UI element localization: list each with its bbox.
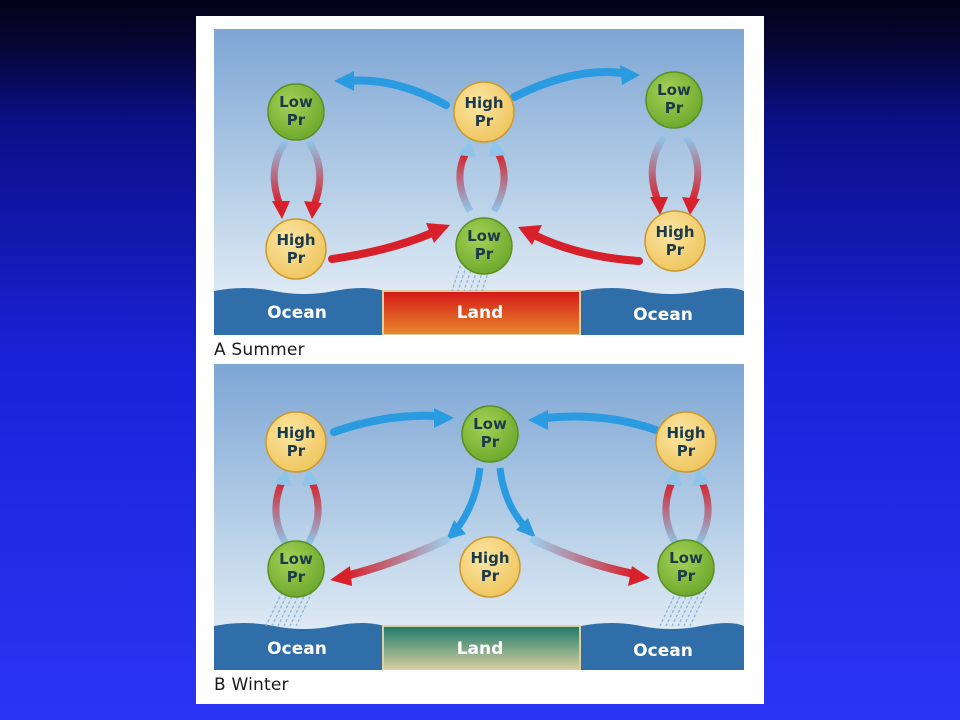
cell-label-bottom: Pr	[287, 568, 306, 586]
cell-label-top: Low	[467, 227, 501, 245]
cell-label-top: High	[470, 549, 509, 567]
summer-cell-upper-center: High Pr	[453, 81, 515, 143]
winter-left-ascent-arrows	[272, 468, 322, 546]
summer-ocean-right	[581, 288, 744, 335]
cell-label-top: Low	[279, 550, 313, 568]
winter-cell-upper-center: Low Pr	[461, 405, 519, 463]
winter-surface-right-label: Ocean	[633, 641, 693, 661]
cell-label-top: Low	[657, 81, 691, 99]
summer-caption: A Summer	[214, 340, 305, 360]
summer-surface-center-label: Land	[457, 303, 504, 323]
winter-diagram: Ocean Land Ocean	[214, 364, 744, 670]
winter-surface-center-label: Land	[457, 639, 504, 659]
cell-label-bottom: Pr	[287, 249, 306, 267]
winter-surface-left-label: Ocean	[267, 639, 327, 659]
summer-cell-lower-right: High Pr	[644, 210, 706, 272]
cell-label-top: High	[666, 424, 705, 442]
winter-rain-right	[659, 591, 707, 627]
cell-label-top: High	[276, 231, 315, 249]
cell-label-bottom: Pr	[481, 567, 500, 585]
cell-label-top: High	[655, 223, 694, 241]
summer-cell-lower-center: Low Pr	[455, 217, 513, 275]
winter-center-descent-arrows	[446, 467, 536, 540]
summer-surface-right-label: Ocean	[633, 305, 693, 325]
cell-label-bottom: Pr	[287, 442, 306, 460]
summer-cell-upper-left: Low Pr	[267, 83, 325, 141]
cell-label-bottom: Pr	[665, 99, 684, 117]
summer-surface-left-label: Ocean	[267, 303, 327, 323]
winter-right-ascent-arrows	[662, 468, 712, 546]
cell-label-top: Low	[279, 93, 313, 111]
winter-ocean-left	[214, 623, 384, 670]
winter-land	[382, 625, 581, 670]
summer-diagram: Ocean Land Ocean	[214, 29, 744, 335]
winter-cell-upper-right: High Pr	[655, 411, 717, 473]
summer-upper-arrows	[334, 65, 640, 109]
cell-label-bottom: Pr	[677, 442, 696, 460]
winter-cell-lower-left: Low Pr	[267, 540, 325, 598]
summer-cell-lower-left: High Pr	[265, 218, 327, 280]
cell-label-top: High	[464, 94, 503, 112]
cell-label-top: Low	[669, 549, 703, 567]
summer-panel: Ocean Land Ocean	[214, 29, 744, 335]
cell-label-bottom: Pr	[475, 245, 494, 263]
diagram-card: Ocean Land Ocean	[196, 16, 764, 704]
summer-ocean-left	[214, 288, 384, 335]
cell-label-bottom: Pr	[287, 111, 306, 129]
cell-label-top: Low	[473, 415, 507, 433]
summer-center-ascent-arrows	[456, 139, 508, 213]
winter-cell-lower-right: Low Pr	[657, 539, 715, 597]
winter-panel: Ocean Land Ocean	[214, 364, 744, 670]
winter-upper-arrows	[330, 408, 660, 436]
summer-land	[382, 290, 581, 335]
winter-caption: B Winter	[214, 675, 289, 695]
summer-cell-upper-right: Low Pr	[645, 71, 703, 129]
cell-label-bottom: Pr	[481, 433, 500, 451]
winter-ocean-right	[581, 623, 744, 670]
cell-label-top: High	[276, 424, 315, 442]
summer-left-descent-arrows	[270, 138, 324, 219]
winter-rain-left	[265, 591, 313, 627]
summer-right-descent-arrows	[648, 134, 702, 215]
winter-lower-arrows	[330, 536, 650, 586]
winter-cell-lower-center: High Pr	[459, 536, 521, 598]
cell-label-bottom: Pr	[475, 112, 494, 130]
cell-label-bottom: Pr	[666, 241, 685, 259]
cell-label-bottom: Pr	[677, 567, 696, 585]
winter-cell-upper-left: High Pr	[265, 411, 327, 473]
summer-lower-arrows	[328, 223, 643, 265]
